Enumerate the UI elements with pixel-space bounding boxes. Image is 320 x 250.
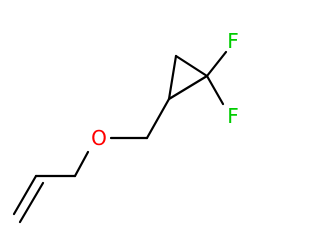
bond-ch2-to-ring [145, 97, 171, 140]
fluorine-bottom-atom-label: F [227, 104, 239, 128]
ring-bond-left [167, 54, 178, 101]
bond-carbon-to-fluorine-top [205, 50, 228, 78]
bond-vinyl-double-b [12, 174, 38, 216]
bond-carbon-to-fluorine-bottom [205, 74, 225, 106]
fluorine-top-atom-label: F [227, 29, 239, 53]
bond-vinyl-double-a [18, 181, 45, 224]
oxygen-atom-label: O [91, 126, 107, 150]
ring-bond-bottom [167, 74, 209, 101]
molecule-structure: O F F [12, 29, 239, 224]
ring-bond-top [174, 54, 209, 78]
bond-ch2-to-oxygen [73, 150, 90, 178]
